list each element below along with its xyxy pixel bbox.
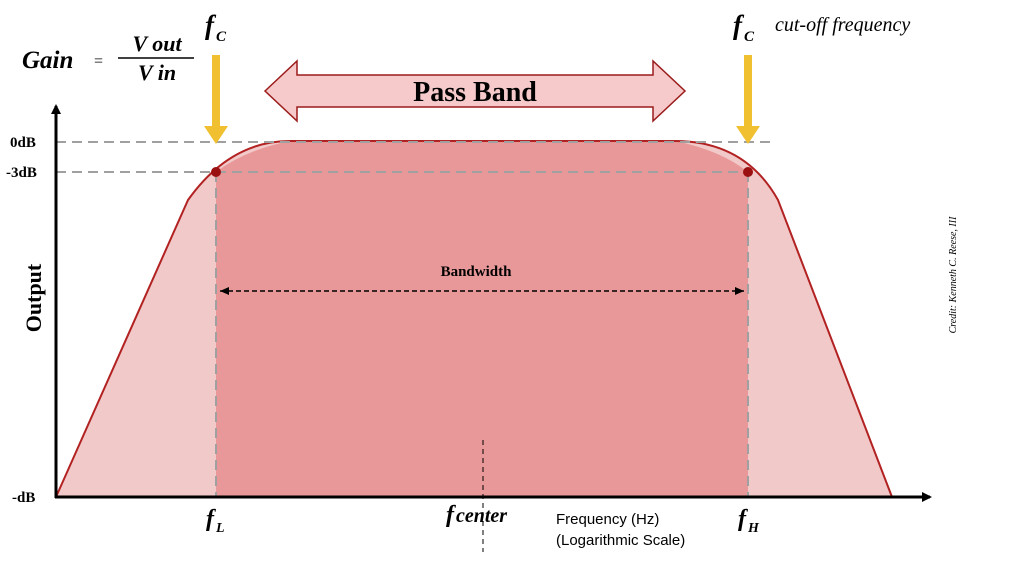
- fc-right-subscript: C: [744, 29, 755, 45]
- bandwidth-area: [216, 141, 748, 497]
- f-center-symbol: f: [446, 502, 456, 528]
- tick-minus-3db: -3dB: [6, 165, 37, 181]
- left-cutoff-arrow: [204, 55, 228, 144]
- f-low-subscript: L: [215, 521, 225, 536]
- x-axis-label-line2: (Logarithmic Scale): [556, 532, 685, 549]
- f-low-symbol: f: [206, 506, 216, 532]
- gain-denominator: V in: [138, 60, 176, 85]
- f-high-subscript: H: [747, 521, 760, 536]
- f-center-text: center: [456, 505, 507, 527]
- f-low-cutoff-point: [211, 167, 221, 177]
- bandwidth-label: Bandwidth: [441, 264, 513, 280]
- fc-left-subscript: C: [216, 29, 227, 45]
- gain-label: Gain: [22, 47, 73, 74]
- y-axis-label: Output: [21, 263, 46, 332]
- f-high-cutoff-point: [743, 167, 753, 177]
- cutoff-frequency-label: cut-off frequency: [775, 14, 910, 36]
- gain-equals: =: [94, 53, 103, 70]
- gain-numerator: V out: [132, 31, 182, 56]
- pass-band-arrow: [263, 59, 687, 123]
- tick-minus-db: -dB: [12, 490, 35, 506]
- x-axis-label-line1: Frequency (Hz): [556, 511, 659, 528]
- pass-band-label: Pass Band: [413, 77, 537, 108]
- tick-0db: 0dB: [10, 135, 36, 151]
- credit-text: Credit: Kenneth C. Reese, III: [948, 216, 959, 333]
- right-cutoff-arrow: [736, 55, 760, 144]
- f-high-symbol: f: [738, 506, 748, 532]
